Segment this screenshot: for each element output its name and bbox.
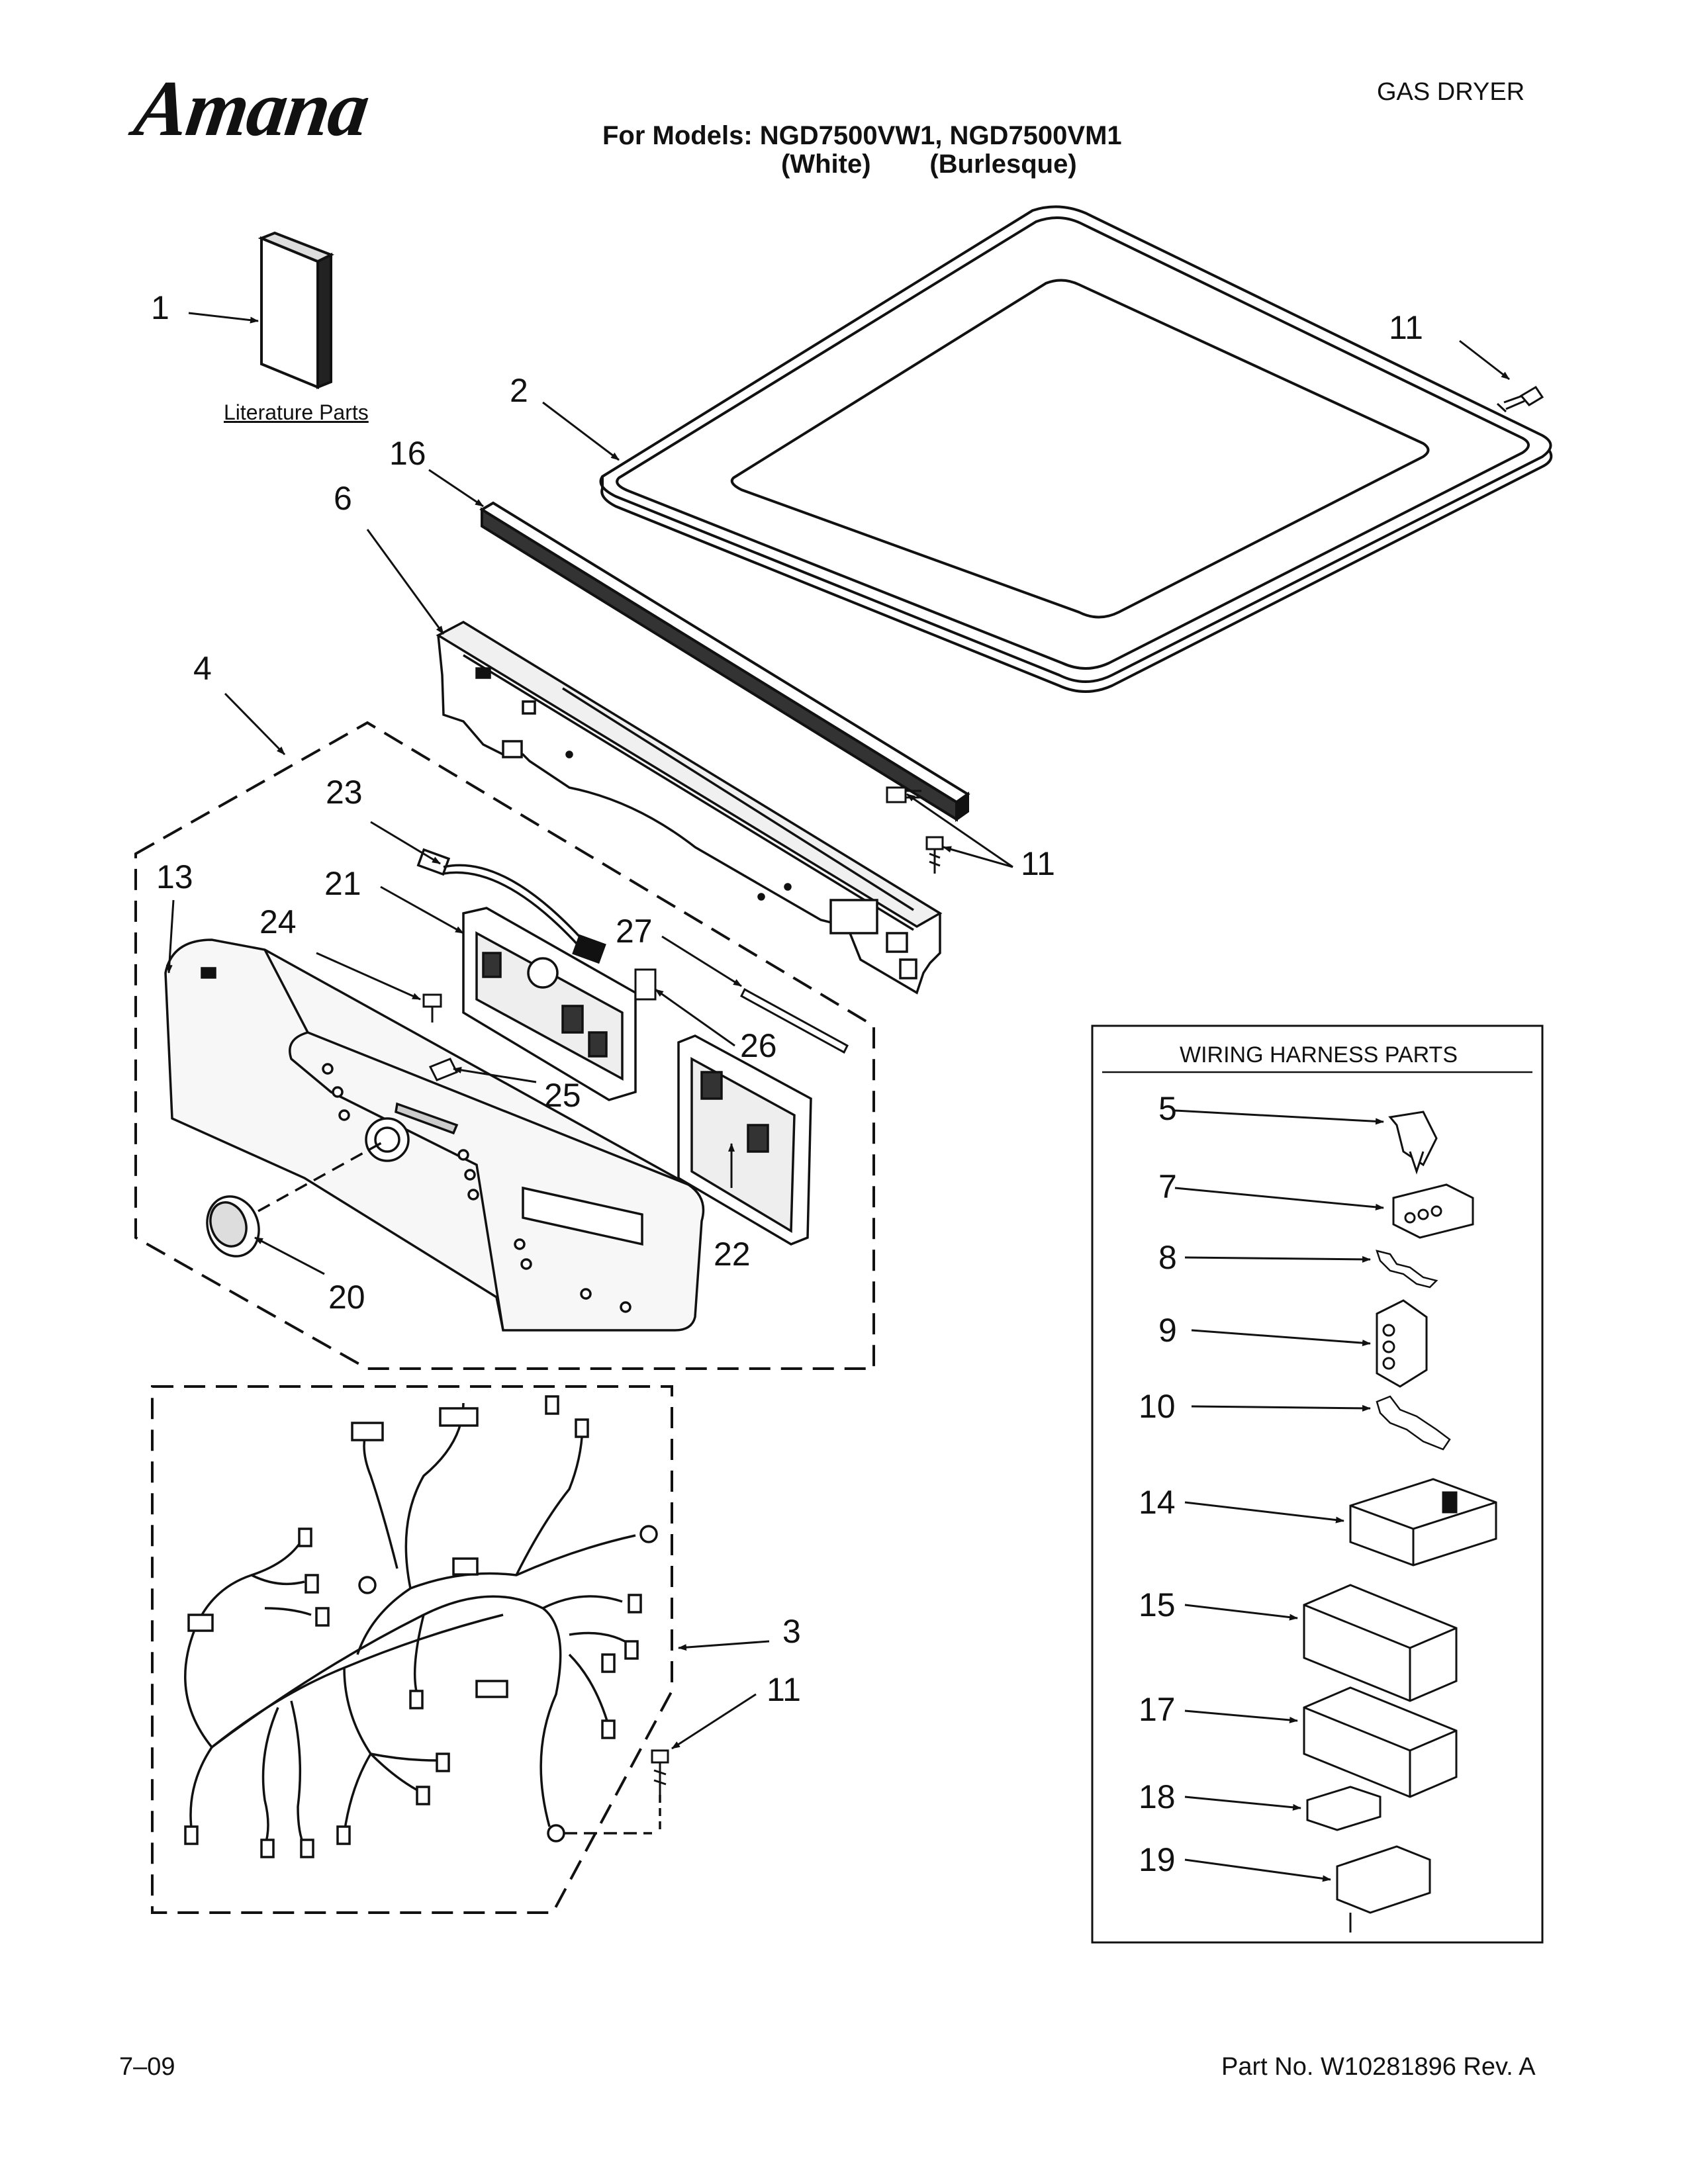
callout-23: 23 <box>326 774 363 811</box>
screw-icon <box>925 836 944 874</box>
housing-clip-icon <box>1336 1845 1431 1933</box>
small-housing-icon <box>1306 1786 1382 1831</box>
callout-22: 22 <box>714 1236 751 1273</box>
callout-13: 13 <box>156 858 193 895</box>
document-type: GAS DRYER <box>1377 78 1525 106</box>
rotary-knob <box>206 1138 388 1257</box>
callout-2: 2 <box>510 372 528 409</box>
wiring-harness-parts-title: WIRING HARNESS PARTS <box>1179 1042 1458 1068</box>
footer-date: 7–09 <box>119 2053 175 2081</box>
screw-icon <box>651 1749 669 1795</box>
harness-callout-14: 14 <box>1139 1484 1176 1521</box>
terminal-large-icon <box>1376 1395 1451 1451</box>
callout-3: 3 <box>782 1613 801 1650</box>
harness-callout-15: 15 <box>1139 1586 1176 1623</box>
callout-11-top: 11 <box>1389 309 1423 346</box>
wiring-harness-parts-box <box>1091 1024 1544 1944</box>
callout-16: 16 <box>389 435 426 472</box>
main-wire-harness <box>184 1395 661 1858</box>
callout-27: 27 <box>616 913 653 950</box>
literature-booklet <box>258 231 334 389</box>
screw-icon <box>422 993 442 1023</box>
callout-26: 26 <box>740 1027 777 1064</box>
wire-harness-outline <box>151 1385 673 1914</box>
connector-vertical-icon <box>1376 1299 1428 1388</box>
callout-21: 21 <box>324 865 361 902</box>
colors-line: (White) (Burlesque) <box>781 150 1077 179</box>
housing-medium-icon <box>1303 1686 1458 1798</box>
harness-callout-7: 7 <box>1158 1168 1177 1205</box>
callout-11-harness: 11 <box>767 1671 801 1708</box>
callout-1: 1 <box>151 289 169 326</box>
leader-lines <box>165 312 1510 1882</box>
housing-large-icon <box>1303 1584 1458 1702</box>
callout-24: 24 <box>259 903 297 940</box>
harness-callout-9: 9 <box>1158 1312 1177 1349</box>
display-bracket <box>677 1034 812 1246</box>
harness-callout-10: 10 <box>1139 1388 1176 1425</box>
harness-callout-19: 19 <box>1139 1841 1176 1878</box>
console-bracket <box>436 620 943 995</box>
switch-bracket <box>634 968 657 1001</box>
callout-11-middle: 11 <box>1021 845 1055 882</box>
cable-tie <box>740 987 849 1054</box>
connector-3pin-icon <box>1392 1183 1474 1239</box>
terminal-icon <box>1376 1250 1438 1289</box>
harness-callout-5: 5 <box>1158 1090 1177 1127</box>
harness-callout-18: 18 <box>1139 1778 1176 1815</box>
screw-icon <box>1496 385 1544 413</box>
dryer-top <box>599 205 1553 693</box>
literature-parts-label: Literature Parts <box>224 400 369 424</box>
console-panel <box>164 938 705 1332</box>
callout-25: 25 <box>544 1077 581 1114</box>
harness-callout-17: 17 <box>1139 1691 1176 1728</box>
harness-clip-icon <box>1388 1111 1438 1175</box>
footer-part-number: Part No. W10281896 Rev. A <box>1221 2053 1536 2081</box>
models-line: For Models: NGD7500VW1, NGD7500VM1 <box>602 121 1122 150</box>
trim-strip <box>479 501 970 822</box>
connector-block-icon <box>1349 1478 1497 1567</box>
callout-20: 20 <box>328 1279 365 1316</box>
console-assembly-outline <box>134 721 875 1370</box>
callout-4: 4 <box>193 650 212 687</box>
harness-callout-8: 8 <box>1158 1239 1177 1276</box>
callout-6: 6 <box>334 480 352 517</box>
control-board <box>462 907 637 1101</box>
